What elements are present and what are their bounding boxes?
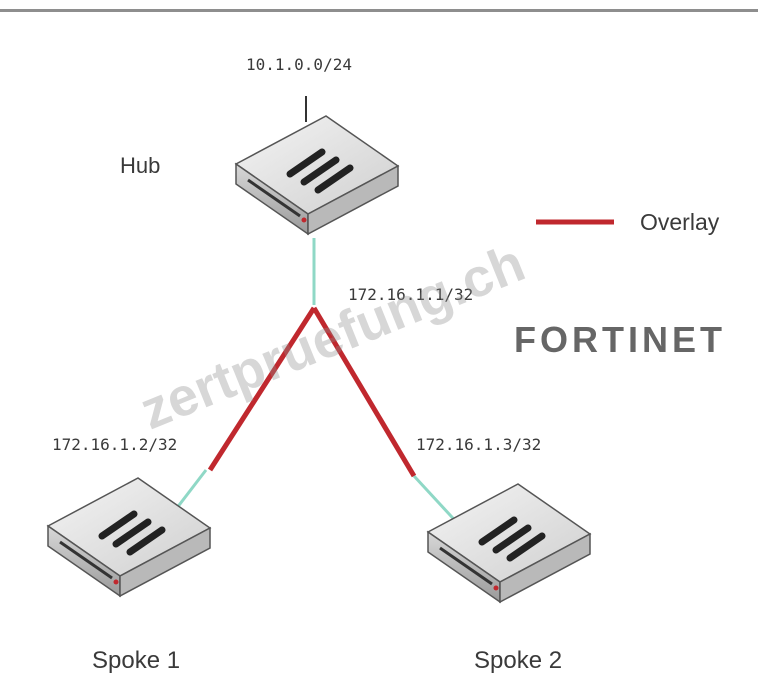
hub-subnet-label: 10.1.0.0/24 (246, 55, 352, 74)
fortinet-logo: FORTINET (514, 319, 726, 360)
legend-overlay-label: Overlay (640, 209, 720, 235)
spoke1-label: Spoke 1 (92, 647, 180, 674)
hub-label: Hub (120, 153, 160, 178)
overlay-tunnel-spoke1 (207, 306, 317, 472)
spoke2-firewall-icon (428, 484, 590, 602)
top-divider (0, 9, 758, 12)
overlay-tunnel-spoke2 (311, 306, 417, 478)
watermark-text: zertpruefung.ch (132, 233, 533, 441)
spoke2-label: Spoke 2 (474, 647, 562, 674)
hub-overlay-ip: 172.16.1.1/32 (348, 285, 473, 304)
hub-firewall-icon (236, 116, 398, 234)
spoke2-overlay-ip: 172.16.1.3/32 (416, 435, 541, 454)
spoke1-overlay-ip: 172.16.1.2/32 (52, 435, 177, 454)
